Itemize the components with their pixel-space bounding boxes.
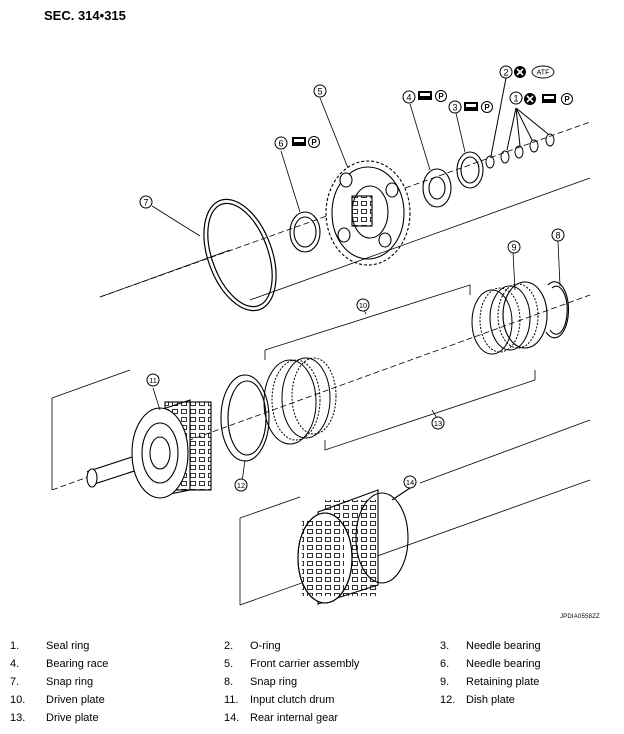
legend-num-2: 2. (224, 640, 234, 652)
atf-icon: ATF (531, 65, 555, 79)
callout-14: 14 (403, 475, 417, 489)
figure-code: JPDIA0558ZZ (560, 614, 600, 620)
svg-text:4: 4 (406, 93, 411, 103)
svg-text:3: 3 (452, 103, 457, 113)
petroleum-jelly-icon: P (481, 101, 493, 113)
replace-x-icon (524, 93, 536, 105)
legend-label-11: Input clutch drum (250, 694, 335, 706)
section-title: SEC. 314•315 (44, 8, 126, 23)
svg-text:P: P (564, 95, 570, 104)
legend-label-9: Retaining plate (466, 676, 540, 688)
svg-text:P: P (484, 103, 490, 112)
svg-text:P: P (311, 138, 317, 147)
legend-label-12: Dish plate (466, 694, 515, 706)
callout-6: 6 (274, 136, 288, 150)
callout-4: 4 (402, 90, 416, 104)
torque-wrench-icon (418, 91, 432, 100)
legend-label-13: Drive plate (46, 712, 99, 724)
needle-bearing-6 (289, 211, 321, 253)
petroleum-jelly-icon: P (435, 90, 447, 102)
svg-text:14: 14 (406, 478, 414, 487)
front-carrier-assembly-5 (325, 160, 411, 266)
callout-2: 2 (499, 65, 513, 79)
legend-label-1: Seal ring (46, 640, 90, 652)
svg-text:12: 12 (237, 481, 245, 490)
legend-num-4: 4. (10, 658, 20, 670)
legend-num-14: 14. (224, 712, 240, 724)
legend-label-4: Bearing race (46, 658, 109, 670)
callout-12: 12 (234, 478, 248, 492)
legend-label-2: O-ring (250, 640, 281, 652)
retaining-plate-9 (502, 281, 548, 349)
svg-text:6: 6 (278, 139, 283, 149)
legend-label-14: Rear internal gear (250, 712, 339, 724)
legend-num-11: 11. (224, 694, 239, 706)
bracket-10-13 (152, 240, 561, 483)
upper-lane-frame (99, 121, 591, 298)
bearing-race-4 (422, 168, 452, 208)
legend-num-1: 1. (10, 640, 20, 652)
callout-5: 5 (313, 84, 327, 98)
legend-num-6: 6. (440, 658, 450, 670)
snap-ring-8 (545, 281, 570, 339)
svg-text:13: 13 (434, 419, 442, 428)
svg-text:2: 2 (503, 68, 508, 78)
callout-1: 1 (509, 91, 523, 105)
rear-internal-gear-14 (297, 487, 411, 605)
svg-text:1: 1 (513, 94, 518, 104)
snap-ring-7 (203, 194, 277, 312)
legend-num-3: 3. (440, 640, 450, 652)
callout-10: 10 (356, 298, 370, 312)
legend-label-8: Snap ring (250, 676, 298, 688)
svg-text:P: P (438, 92, 444, 101)
legend-label-6: Needle bearing (466, 658, 541, 670)
callout-13: 13 (431, 416, 445, 430)
legend-num-12: 12. (440, 694, 456, 706)
dish-plate-12 (220, 374, 270, 462)
torque-wrench-icon (542, 94, 556, 103)
legend-num-7: 7. (10, 676, 20, 688)
legend-num-9: 9. (440, 676, 450, 688)
callout-9: 9 (507, 240, 521, 254)
legend-num-10: 10. (10, 694, 26, 706)
svg-text:7: 7 (143, 198, 148, 208)
replace-x-icon (514, 66, 526, 78)
exploded-view-diagram: ATF P P P P 1 2 3 (51, 65, 591, 606)
leader-lines-upper (151, 97, 466, 237)
petroleum-jelly-icon: P (561, 93, 573, 105)
legend-label-10: Driven plate (46, 694, 105, 706)
o-ring-2 (485, 155, 495, 169)
callout-8: 8 (551, 228, 565, 242)
torque-wrench-icon (464, 102, 478, 111)
svg-text:10: 10 (359, 301, 367, 310)
clutch-plates-10-13 (263, 283, 539, 445)
callout-11: 11 (146, 373, 160, 387)
seal-rings-1 (490, 77, 555, 164)
needle-bearing-3 (456, 151, 484, 189)
legend-num-5: 5. (224, 658, 234, 670)
torque-wrench-icon (292, 137, 306, 146)
svg-text:8: 8 (555, 231, 560, 241)
input-clutch-drum-11 (86, 399, 212, 499)
legend-num-8: 8. (224, 676, 234, 688)
petroleum-jelly-icon: P (308, 136, 320, 148)
svg-text:9: 9 (511, 243, 516, 253)
atf-text: ATF (537, 70, 550, 77)
legend-label-7: Snap ring (46, 676, 94, 688)
callout-7: 7 (139, 195, 153, 209)
lower-lane-frame (239, 419, 591, 606)
svg-text:11: 11 (149, 376, 157, 385)
callout-3: 3 (448, 100, 462, 114)
legend-num-13: 13. (10, 712, 26, 724)
legend-label-3: Needle bearing (466, 640, 541, 652)
legend-label-5: Front carrier assembly (250, 658, 360, 670)
svg-text:5: 5 (317, 87, 322, 97)
